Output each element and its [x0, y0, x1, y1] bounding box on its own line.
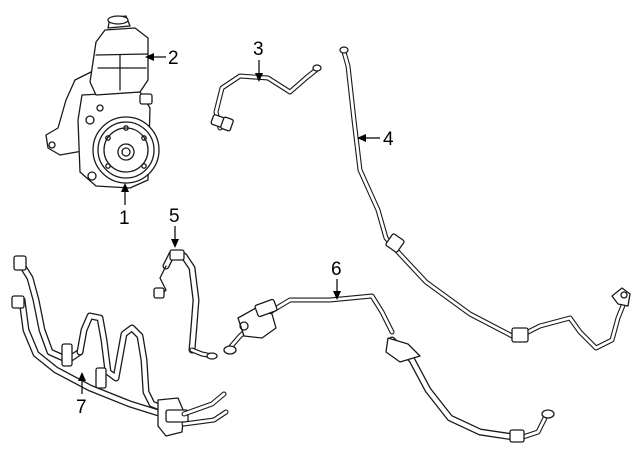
callout-2: 2: [145, 48, 179, 69]
pressure-line-4[interactable]: [339, 46, 631, 351]
callout-7: 7: [76, 372, 87, 418]
callout-3: 3: [253, 39, 264, 82]
power-steering-reservoir[interactable]: [89, 15, 153, 105]
callout-4: 4: [357, 129, 394, 150]
callout-label-6: 6: [331, 259, 342, 280]
callout-label-3: 3: [253, 39, 264, 60]
hose-assembly-5[interactable]: [153, 249, 218, 360]
return-line-3[interactable]: [210, 64, 322, 132]
callout-label-2: 2: [168, 48, 179, 69]
callout-label-7: 7: [76, 397, 87, 418]
pressure-hose-6[interactable]: [223, 293, 555, 443]
callout-5: 5: [169, 206, 180, 248]
callout-label-5: 5: [169, 206, 180, 227]
callout-6: 6: [331, 259, 342, 300]
callout-1: 1: [119, 183, 130, 229]
callout-label-1: 1: [119, 208, 130, 229]
cooler-tube-assembly-7[interactable]: [11, 255, 229, 437]
callout-label-4: 4: [383, 129, 394, 150]
power-steering-pump[interactable]: [45, 69, 160, 189]
